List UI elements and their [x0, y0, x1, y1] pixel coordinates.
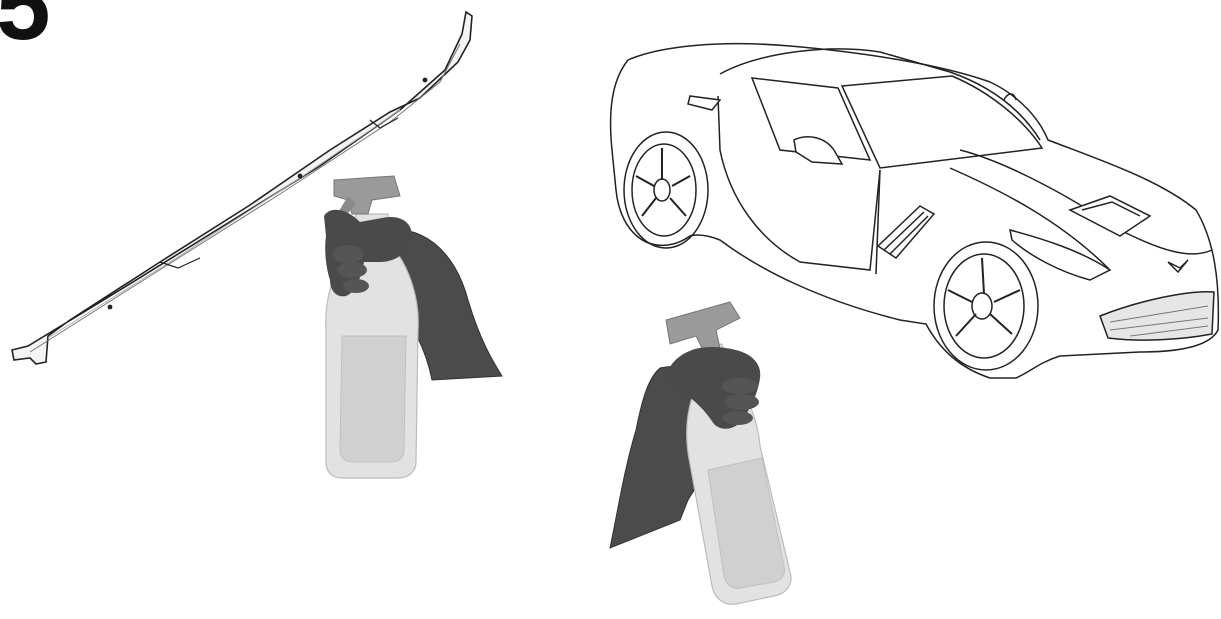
- spray-bottle-left: [324, 176, 502, 478]
- spray-bottle-right: [610, 302, 791, 604]
